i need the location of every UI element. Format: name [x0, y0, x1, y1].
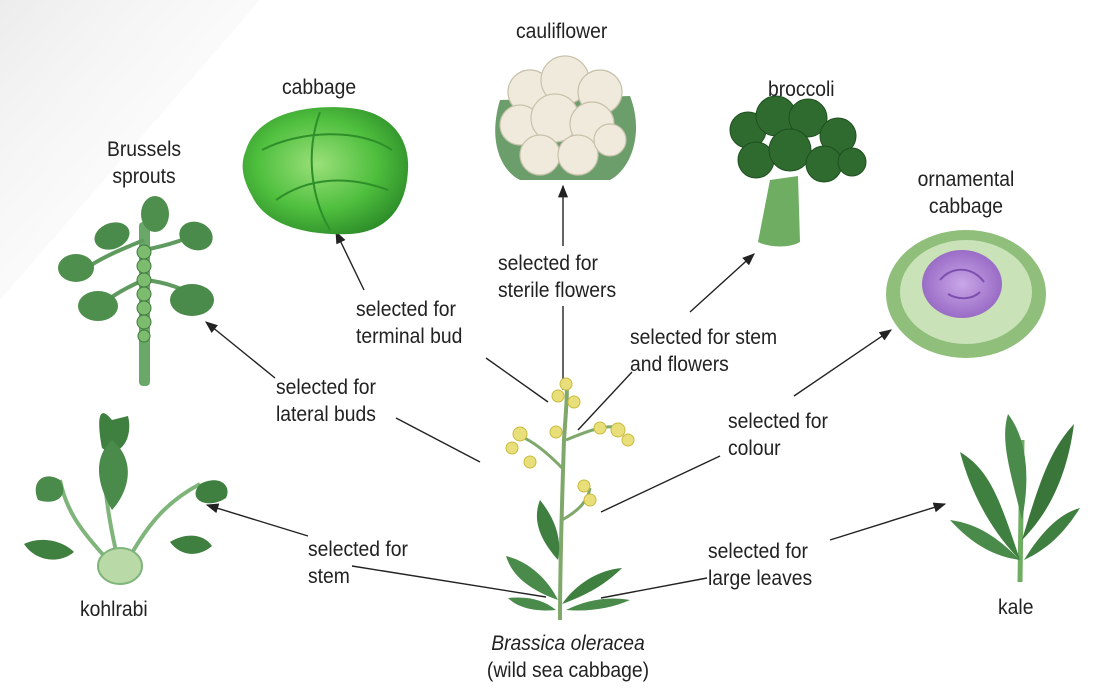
- label-terminal-line1: selected for: [356, 296, 462, 323]
- arrow-colour-lower: [601, 456, 720, 512]
- label-kohlrabi: kohlrabi: [80, 596, 148, 623]
- label-stemflowers-line1: selected for stem: [630, 324, 777, 351]
- label-ornamental-cabbage: ornamental cabbage: [911, 166, 1021, 220]
- label-colour-line2: colour: [728, 435, 828, 462]
- label-ornamental-line2: cabbage: [911, 193, 1021, 220]
- label-sterile-line2: sterile flowers: [498, 277, 616, 304]
- label-sterile-line1: selected for: [498, 250, 616, 277]
- arrow-terminal-bud: [336, 232, 364, 290]
- label-common-name: (wild sea cabbage): [476, 657, 660, 684]
- label-stemflowers-line2: and flowers: [630, 351, 777, 378]
- label-terminal-line2: terminal bud: [356, 323, 462, 350]
- broccoli-illustration: [730, 96, 866, 247]
- label-selected-terminal-bud: selected for terminal bud: [356, 296, 462, 350]
- label-stem-line1: selected for: [308, 536, 408, 563]
- kohlrabi-illustration: [24, 413, 228, 584]
- label-selected-lateral-buds: selected for lateral buds: [276, 374, 376, 428]
- label-selected-large-leaves: selected for large leaves: [708, 538, 812, 592]
- label-colour-line1: selected for: [728, 408, 828, 435]
- cauliflower-illustration: [495, 56, 636, 180]
- label-lateral-line2: lateral buds: [276, 401, 376, 428]
- label-cauliflower: cauliflower: [516, 18, 607, 45]
- label-selected-stem-flowers: selected for stem and flowers: [630, 324, 777, 378]
- brussels-sprouts-illustration: [58, 196, 217, 386]
- label-species-name: Brassica oleracea: [476, 630, 660, 657]
- label-brussels-line1: Brussels: [102, 136, 187, 163]
- arrow-leaves-lower: [601, 578, 707, 598]
- label-ornamental-line1: ornamental: [911, 166, 1021, 193]
- label-kale: kale: [998, 594, 1033, 621]
- arrow-stem-flowers: [690, 254, 754, 312]
- label-brussels-sprouts: Brussels sprouts: [102, 136, 187, 190]
- label-leaves-line2: large leaves: [708, 565, 812, 592]
- label-selected-sterile-flowers: selected for sterile flowers: [498, 250, 616, 304]
- arrow-colour: [794, 330, 891, 396]
- arrow-terminal-lower: [486, 358, 548, 402]
- wild-sea-cabbage-illustration: [506, 378, 634, 620]
- label-cabbage: cabbage: [282, 74, 356, 101]
- label-wild-sea-cabbage: Brassica oleracea (wild sea cabbage): [476, 630, 660, 684]
- label-stem-line2: stem: [308, 563, 408, 590]
- arrow-lateral-buds: [206, 322, 275, 378]
- label-selected-stem: selected for stem: [308, 536, 408, 590]
- cabbage-illustration: [243, 107, 409, 234]
- arrow-stemflowers-lower: [578, 372, 632, 430]
- arrow-stem: [207, 505, 308, 536]
- label-selected-colour: selected for colour: [728, 408, 828, 462]
- label-brussels-line2: sprouts: [102, 163, 187, 190]
- label-lateral-line1: selected for: [276, 374, 376, 401]
- kale-illustration: [950, 414, 1080, 582]
- ornamental-cabbage-illustration: [886, 230, 1046, 358]
- arrow-lateral-lower: [396, 418, 480, 462]
- label-broccoli: broccoli: [768, 76, 835, 103]
- label-leaves-line1: selected for: [708, 538, 812, 565]
- arrow-large-leaves: [830, 504, 945, 540]
